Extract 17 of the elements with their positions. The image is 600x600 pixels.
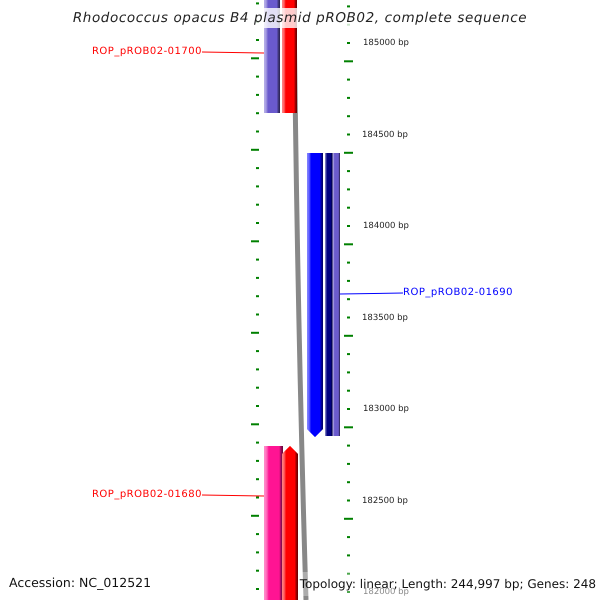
gene-block xyxy=(325,153,340,436)
leader-line xyxy=(202,52,264,54)
leader-line xyxy=(202,494,264,496)
position-label: 183000 bp xyxy=(363,403,409,415)
position-label: 183500 bp xyxy=(362,312,408,324)
gene-block xyxy=(264,446,283,600)
gene-block xyxy=(307,153,323,437)
accession-text: Accession: NC_012521 xyxy=(9,574,152,592)
gene-block xyxy=(282,446,298,600)
position-label: 185000 bp xyxy=(363,37,409,49)
gene-label: ROP_pROB02-01700 xyxy=(90,45,202,59)
leader-line xyxy=(340,292,404,294)
position-label: 182500 bp xyxy=(362,494,408,506)
position-label: 184000 bp xyxy=(363,220,409,232)
position-label: 184500 bp xyxy=(362,128,408,140)
gene-label: ROP_pROB02-01690 xyxy=(403,286,514,300)
gene-label: ROP_pROB02-01680 xyxy=(90,488,202,502)
